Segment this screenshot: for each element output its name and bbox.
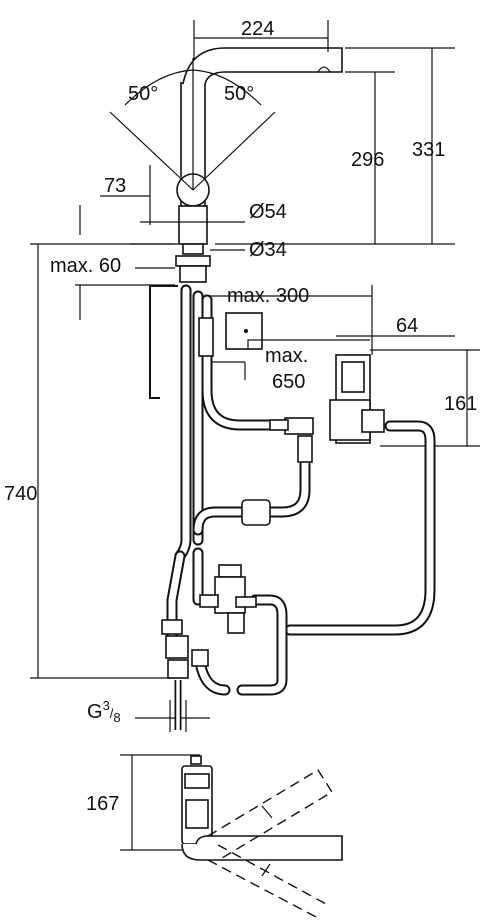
dim-angle-left: 50° (128, 83, 158, 105)
thread-base: G (87, 701, 103, 723)
solenoid-valve (269, 354, 385, 463)
dim-angle-right: 50° (224, 83, 254, 105)
hose-weight (241, 499, 271, 526)
hose-connector (198, 317, 214, 357)
mixing-valve (161, 564, 257, 679)
dim-224: 224 (241, 18, 274, 40)
dim-64: 64 (396, 315, 418, 337)
dim-max-650-line2: 650 (272, 371, 305, 393)
dim-diameter-54: Ø54 (249, 201, 287, 223)
side-view (181, 755, 343, 919)
thread-denominator: 8 (113, 710, 120, 725)
dimension-labels: 224 50° 50° 296 331 73 Ø54 Ø34 max. 60 m… (4, 18, 477, 815)
thread-numerator: 3 (103, 698, 110, 713)
mounting-frame (149, 285, 178, 399)
dim-max-60: max. 60 (50, 255, 121, 277)
dim-diameter-34: Ø34 (249, 239, 287, 261)
dim-740: 740 (4, 483, 37, 505)
dim-331: 331 (412, 139, 445, 161)
dim-73: 73 (104, 175, 126, 197)
dim-max-300: max. 300 (227, 285, 309, 307)
dim-thread: G3/8 (87, 698, 121, 725)
dim-167: 167 (86, 793, 119, 815)
dim-161: 161 (444, 393, 477, 415)
dim-max-650-line1: max. (265, 345, 308, 367)
dim-296: 296 (351, 149, 384, 171)
